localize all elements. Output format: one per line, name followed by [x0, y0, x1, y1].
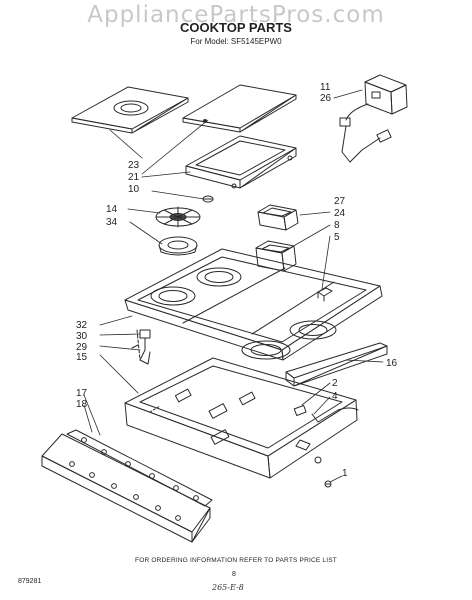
callout-32: 32 — [76, 320, 88, 331]
callout-4: 4 — [332, 391, 338, 402]
callout-2: 2 — [332, 378, 338, 389]
callout-29: 29 — [76, 342, 88, 353]
callout-34: 34 — [106, 217, 118, 228]
callout-labels: 11 26 23 21 10 14 34 27 24 8 5 32 30 29 … — [76, 82, 398, 479]
callout-10: 10 — [128, 184, 140, 195]
watermark: AppliancePartsPros.com — [87, 2, 385, 28]
callout-30: 30 — [76, 331, 88, 342]
callout-24: 24 — [334, 208, 346, 219]
right-top-cover — [182, 84, 297, 133]
page-number: 8 — [232, 571, 236, 578]
diagram-title: COOKTOP PARTS — [180, 20, 292, 35]
callout-14: 14 — [106, 204, 118, 215]
vent-collar — [257, 204, 299, 231]
orifice-parts — [293, 404, 359, 423]
small-bracket — [317, 287, 333, 302]
callout-23: 23 — [128, 160, 140, 171]
ordering-info-footer: FOR ORDERING INFORMATION REFER TO PARTS … — [135, 557, 337, 564]
callout-27: 27 — [334, 196, 346, 207]
cooktop-main-top — [124, 248, 383, 361]
spark-module — [339, 74, 408, 163]
leader-lines — [83, 89, 384, 483]
callout-8: 8 — [334, 220, 340, 231]
callout-5: 5 — [334, 232, 340, 243]
spring-clip — [202, 195, 214, 203]
document-number: 879281 — [18, 578, 42, 585]
model-line: For Model: SF5145EPW0 — [190, 37, 282, 46]
griddle-tray — [185, 135, 297, 189]
callout-18: 18 — [76, 399, 88, 410]
mounting-screw — [324, 480, 332, 488]
callout-16: 16 — [386, 358, 398, 369]
burner-grate — [155, 206, 201, 228]
handwritten-note: 265-E-8 — [212, 583, 244, 592]
callout-1: 1 — [342, 468, 348, 479]
callout-17: 17 — [76, 388, 88, 399]
burner-box — [124, 357, 358, 479]
left-top-cover — [71, 86, 189, 134]
callout-26: 26 — [320, 93, 332, 104]
callout-15: 15 — [76, 352, 88, 363]
callout-21: 21 — [128, 172, 140, 183]
front-trim — [285, 342, 388, 387]
burner-bowl — [158, 236, 198, 256]
valve-switch — [131, 329, 151, 365]
callout-11: 11 — [320, 82, 331, 93]
front-control-panel — [41, 429, 213, 543]
